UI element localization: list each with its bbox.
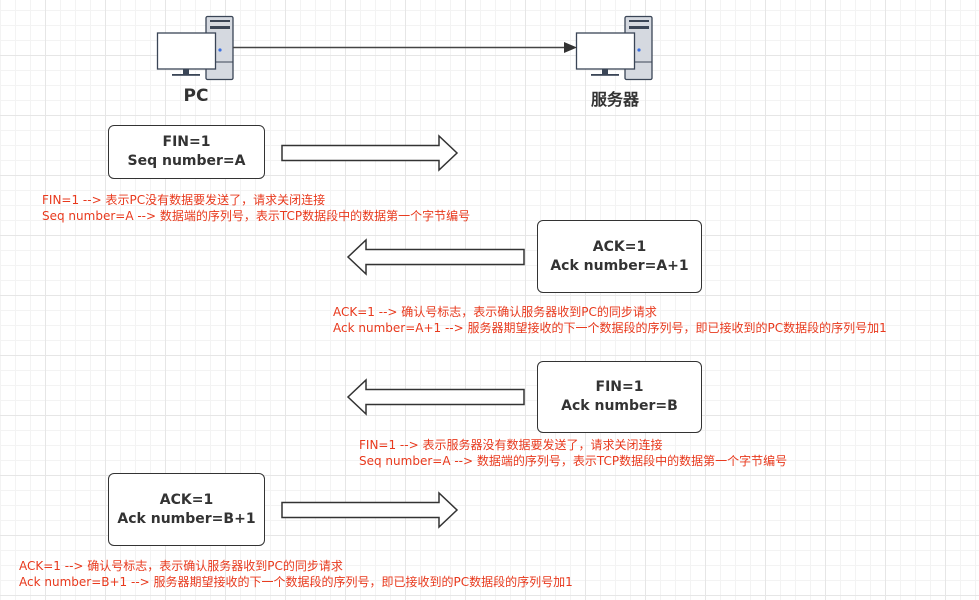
step2-flag: ACK=1 (592, 238, 647, 255)
step4-note-1: ACK=1 --> 确认号标志，表示确认服务器收到PC的同步请求 (19, 559, 343, 573)
step3-note-1: FIN=1 --> 表示服务器没有数据要发送了，请求关闭连接 (359, 438, 663, 452)
step4-right-arrow (281, 491, 459, 529)
step2-left-arrow (346, 238, 525, 276)
server-label: 服务器 (590, 90, 639, 109)
step2-note-1: ACK=1 --> 确认号标志，表示确认服务器收到PC的同步请求 (333, 305, 657, 319)
step4-number: Ack number=B+1 (117, 510, 256, 527)
step1-message-box[interactable]: FIN=1 Seq number=A (108, 125, 265, 179)
step1-flag: FIN=1 (162, 134, 211, 150)
step2-note-2: Ack number=A+1 --> 服务器期望接收的下一个数据段的序列号，即已… (333, 321, 887, 335)
step3-note-2: Seq number=A --> 数据端的序列号，表示TCP数据段中的数据第一个… (359, 454, 788, 468)
server-computer-icon (575, 15, 653, 81)
step3-number: Ack number=B (561, 398, 678, 414)
step4-note-2: Ack number=B+1 --> 服务器期望接收的下一个数据段的序列号，即已… (19, 575, 573, 589)
step1-note-1: FIN=1 --> 表示PC没有数据要发送了，请求关闭连接 (42, 193, 326, 207)
step2-message-box[interactable]: ACK=1 Ack number=A+1 (537, 220, 702, 293)
step3-left-arrow (346, 378, 525, 416)
step4-flag: ACK=1 (159, 491, 214, 508)
step1-note-2: Seq number=A --> 数据端的序列号，表示TCP数据段中的数据第一个… (42, 209, 471, 223)
connection-arrow (233, 42, 577, 53)
step3-message-box[interactable]: FIN=1 Ack number=B (537, 361, 702, 433)
pc-computer-icon (156, 15, 234, 81)
step1-right-arrow (281, 134, 459, 172)
step2-number: Ack number=A+1 (550, 257, 689, 274)
step4-message-box[interactable]: ACK=1 Ack number=B+1 (108, 473, 265, 546)
pc-label: PC (183, 86, 209, 106)
step1-number: Seq number=A (127, 153, 246, 169)
step3-flag: FIN=1 (595, 379, 644, 395)
